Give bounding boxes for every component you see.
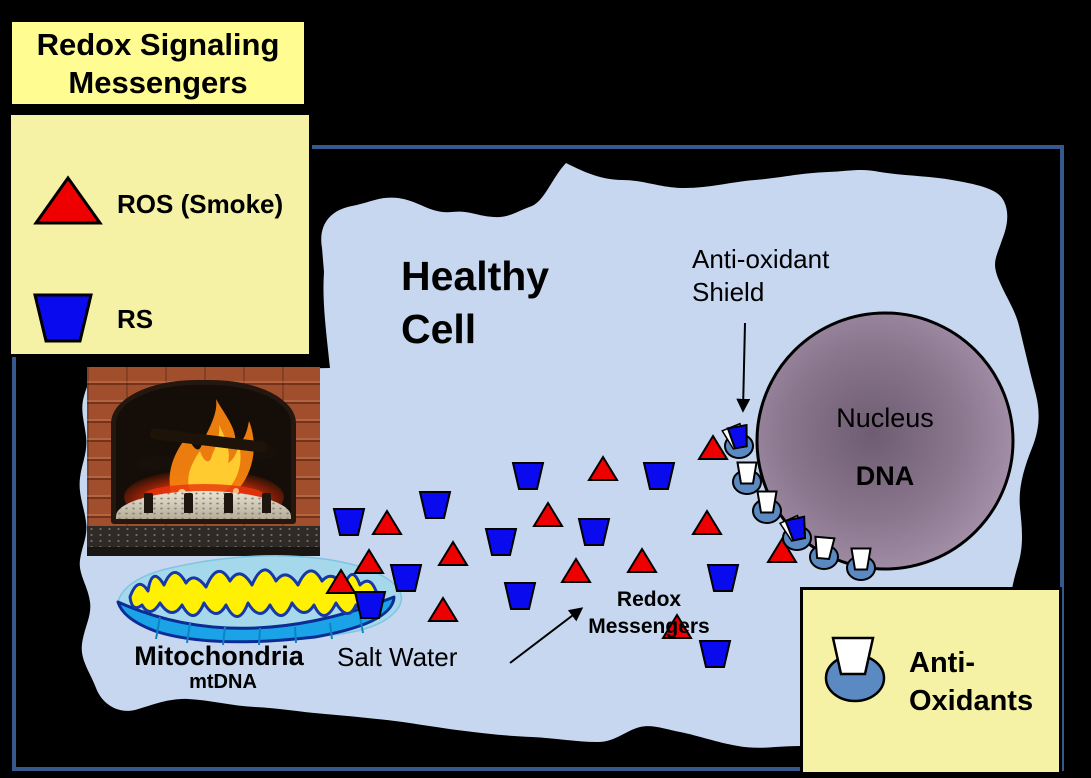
ros-triangle xyxy=(691,509,723,535)
salt-water-label: Salt Water xyxy=(337,642,458,672)
dna-label: DNA xyxy=(855,461,915,491)
antioxidant-shield-icon xyxy=(809,535,839,570)
ros-triangle xyxy=(371,509,403,535)
nucleus-circle xyxy=(755,311,1015,571)
rs-label: RS xyxy=(117,304,154,334)
shield-trapezoid xyxy=(850,547,872,571)
rs-trapezoid xyxy=(332,508,366,536)
ros-triangle xyxy=(626,547,658,573)
shield-trapezoid xyxy=(814,535,836,561)
redox-arrow xyxy=(509,607,584,664)
ros-triangle-icon xyxy=(33,175,103,225)
fireplace-arch xyxy=(111,380,296,524)
ros-triangle xyxy=(766,537,798,563)
rs-trapezoid xyxy=(706,564,740,592)
mitochondria-label: Mitochondria xyxy=(134,641,304,671)
ros-triangle xyxy=(587,455,619,481)
firedog-post xyxy=(144,493,153,513)
fireplace-hearth xyxy=(87,526,320,556)
ros-label: ROS (Smoke) xyxy=(117,189,284,219)
ros-triangle xyxy=(353,548,385,574)
ros-triangle xyxy=(560,557,592,583)
antioxidant-icon xyxy=(824,636,886,703)
ros-triangle xyxy=(437,540,469,566)
rs-trapezoid-icon xyxy=(33,293,93,343)
rs-trapezoid xyxy=(698,640,732,668)
antioxidant-shield-icon xyxy=(778,514,812,551)
antioxidants-label: Anti-Oxidants xyxy=(909,647,1034,717)
antioxidants-box: Anti-Oxidants xyxy=(800,587,1062,775)
shield-trapezoid xyxy=(736,461,758,485)
antioxidant-shield-icon xyxy=(721,422,754,459)
rs-trapezoid xyxy=(503,582,537,610)
mitochondria-lower-half xyxy=(116,595,396,644)
antioxidant-shield-layer xyxy=(721,422,876,581)
rs-trapezoid xyxy=(353,591,387,619)
shield-arrow xyxy=(736,322,751,413)
ros-triangle xyxy=(325,568,357,594)
ros-triangle xyxy=(532,501,564,527)
firedog-post xyxy=(262,493,271,513)
shield-trapezoid xyxy=(756,490,778,514)
antioxidant-shield-icon xyxy=(846,547,876,581)
nucleus-label: Nucleus xyxy=(836,403,934,433)
ros-triangle xyxy=(427,596,459,622)
rs-trapezoid xyxy=(418,491,452,519)
antioxidant-shield-icon xyxy=(752,490,782,524)
rs-trapezoid xyxy=(642,462,676,490)
firedog-post xyxy=(184,493,193,513)
mtdna-label: mtDNA xyxy=(189,671,257,693)
cristae-stripes xyxy=(155,616,364,646)
antioxidant-shield-icon xyxy=(732,461,762,495)
rs-trapezoid xyxy=(389,564,423,592)
mitochondria-illustration xyxy=(116,555,403,646)
slide-frame xyxy=(12,145,1064,771)
arrow-layer xyxy=(509,322,751,664)
fireplace-image xyxy=(87,367,320,556)
ros-triangle xyxy=(697,434,729,460)
firedog-post xyxy=(224,493,233,513)
ros-triangle xyxy=(661,613,693,639)
rs-trapezoid xyxy=(577,518,611,546)
shield-trapezoid xyxy=(784,515,807,542)
legend-body-box: ROS (Smoke) RS xyxy=(8,112,312,357)
rs-trapezoid xyxy=(484,528,518,556)
shield-trapezoid xyxy=(726,423,748,450)
rs-trapezoid xyxy=(511,462,545,490)
redox-messenger-scatter xyxy=(325,434,798,668)
